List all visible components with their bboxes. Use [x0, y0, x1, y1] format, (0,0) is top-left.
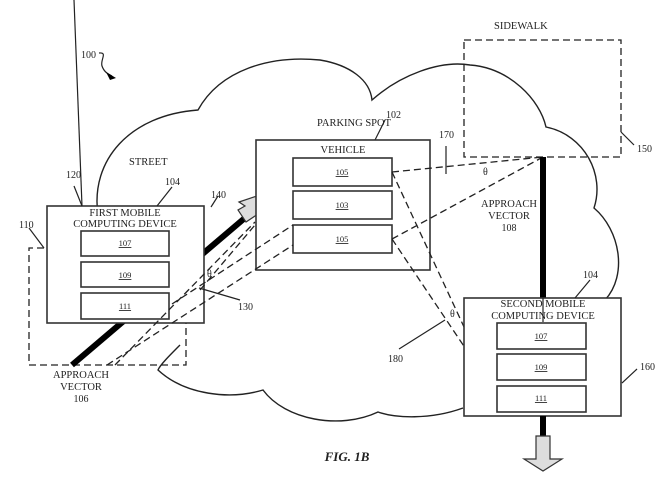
angle-130-leader — [198, 287, 241, 301]
vehicle-title: VEHICLE — [321, 145, 366, 156]
second-device-title-1: SECOND MOBILE — [501, 299, 586, 310]
first-device-title-1: FIRST MOBILE — [89, 208, 160, 219]
approach-vector-2-line2: VECTOR — [488, 211, 530, 222]
arrow-140-leader — [210, 195, 219, 208]
box-160-ref: 160 — [640, 362, 655, 373]
second-device-title-2: COMPUTING DEVICE — [491, 311, 595, 322]
second-device-component-107-label: 107 — [535, 331, 548, 341]
first-device-title-2: COMPUTING DEVICE — [73, 219, 177, 230]
sidewalk-leader — [620, 131, 635, 146]
first-device-component-111-label: 111 — [119, 301, 131, 311]
box-120-leader-fixed — [73, 185, 83, 207]
first-device-component-107-label: 107 — [119, 238, 132, 248]
angle-180-leader — [398, 319, 446, 350]
sightline-1d — [199, 224, 256, 291]
first-device-component-109 — [80, 261, 170, 288]
sightline-3a — [391, 171, 498, 399]
box-120-ref: 120 — [66, 170, 81, 181]
parking-spot-leader — [374, 119, 386, 141]
sidewalk-ref: 150 — [637, 144, 652, 155]
system-ref: 100 — [81, 50, 96, 61]
box-160-leader — [621, 368, 638, 384]
first-device-component-109-label: 109 — [119, 270, 132, 280]
box-120-leader — [73, 0, 83, 207]
vehicle-component-103 — [292, 190, 393, 220]
vehicle-component-105-bottom — [292, 224, 393, 254]
sightline-1b — [106, 244, 294, 366]
approach-vector-1-line1: APPROACH — [53, 370, 109, 381]
zone-110-ref: 110 — [19, 220, 34, 231]
second-device-component-107 — [496, 322, 587, 350]
angle-180-ref: 180 — [388, 354, 403, 365]
second-device-component-111 — [496, 385, 587, 413]
first-device-ref-leader — [156, 186, 173, 207]
street-label: STREET — [129, 157, 168, 168]
figure-caption: FIG. 1B — [324, 449, 370, 464]
sightline-1a — [171, 224, 294, 305]
approach-vector-1-line2: VECTOR — [60, 382, 102, 393]
vehicle-component-105-bottom-label: 105 — [336, 234, 349, 244]
first-device-ref: 104 — [165, 177, 180, 188]
angle-170-ref: 170 — [439, 130, 454, 141]
second-device-component-111-label: 111 — [535, 393, 547, 403]
theta-2: θ — [483, 167, 488, 178]
exit-arrow-icon — [521, 435, 565, 472]
theta-1: θ — [207, 269, 212, 280]
sightline-2a — [391, 156, 544, 173]
second-device-ref-leader — [574, 279, 591, 299]
approach-vector-2-ref: 108 — [502, 223, 517, 234]
second-device-ref: 104 — [583, 270, 598, 281]
parking-spot-ref: 102 — [386, 110, 401, 121]
vehicle-component-105-top-label: 105 — [336, 167, 349, 177]
theta-3: θ — [450, 309, 455, 320]
angle-130-ref: 130 — [238, 302, 253, 313]
first-device-component-107 — [80, 230, 170, 257]
first-device-zone — [28, 247, 187, 366]
second-device-component-109 — [496, 353, 587, 381]
system-ref-arrow — [98, 52, 113, 77]
arrow-140-ref: 140 — [211, 190, 226, 201]
second-device-component-109-label: 109 — [535, 362, 548, 372]
system-ref-arrowhead — [106, 72, 116, 80]
zone-110-leader — [28, 227, 45, 249]
parking-spot-label: PARKING SPOT — [317, 118, 392, 129]
approach-vector-1-ref: 106 — [74, 394, 89, 405]
vehicle-component-103-label: 103 — [336, 200, 349, 210]
cloud-outline — [96, 58, 620, 422]
first-device-component-111 — [80, 292, 170, 320]
sightline-1c — [114, 221, 256, 366]
sidewalk-label: SIDEWALK — [494, 21, 548, 32]
sidewalk-zone — [463, 39, 622, 158]
approach-vector-2-line1: APPROACH — [481, 199, 537, 210]
